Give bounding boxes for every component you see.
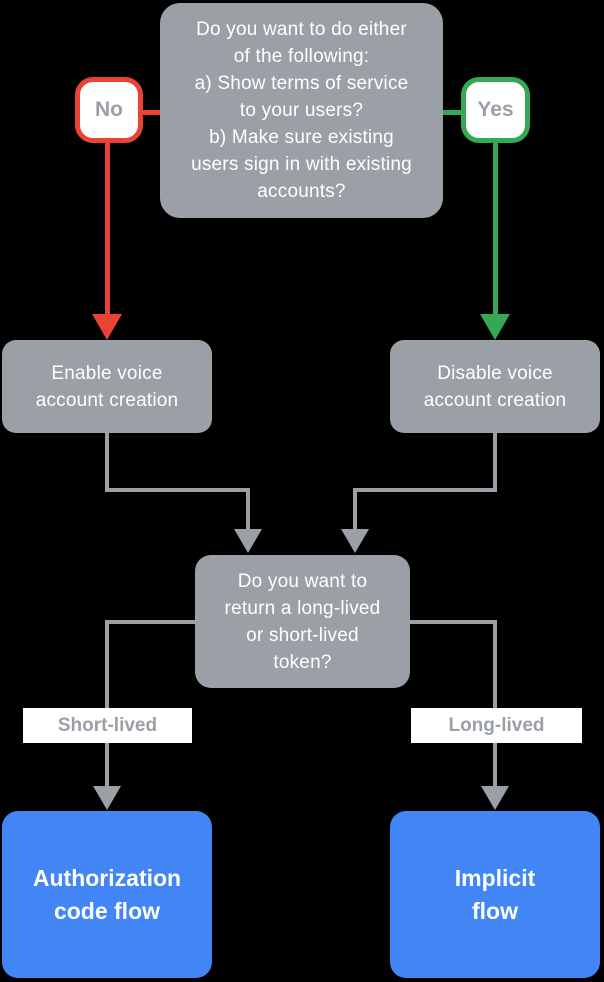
arrowhead-long-icon [481, 786, 509, 810]
edge-disable-vertical [493, 433, 497, 492]
edge-disable-horizontal [353, 488, 497, 492]
arrowhead-disable-icon [341, 529, 369, 553]
question-node-token: Do you want to return a long-lived or sh… [195, 555, 410, 688]
no-badge: No [75, 77, 143, 143]
edge-long-horizontal [410, 620, 497, 624]
implicit-flow-node: Implicit flow [390, 811, 600, 978]
arrowhead-yes-icon [480, 314, 510, 340]
edge-enable-vertical [105, 433, 109, 492]
question-node-terms: Do you want to do either of the followin… [160, 3, 443, 218]
short-lived-label: Short-lived [23, 708, 192, 743]
disable-voice-node: Disable voice account creation [390, 340, 600, 433]
edge-no-vertical [105, 140, 110, 316]
authorization-code-flow-node: Authorization code flow [2, 811, 212, 978]
edge-enable-drop [246, 488, 250, 529]
yes-badge: Yes [461, 77, 530, 143]
long-lived-label: Long-lived [411, 708, 582, 743]
arrowhead-no-icon [92, 314, 122, 340]
edge-yes-vertical [493, 140, 498, 316]
edge-short-vertical [105, 620, 109, 787]
edge-long-vertical [493, 620, 497, 787]
edge-enable-horizontal [105, 488, 250, 492]
enable-voice-node: Enable voice account creation [2, 340, 212, 433]
edge-yes-horizontal [443, 110, 461, 115]
edge-no-horizontal [143, 110, 160, 115]
edge-disable-drop [353, 488, 357, 529]
arrowhead-short-icon [93, 786, 121, 810]
arrowhead-enable-icon [234, 529, 262, 553]
edge-short-horizontal [105, 620, 195, 624]
